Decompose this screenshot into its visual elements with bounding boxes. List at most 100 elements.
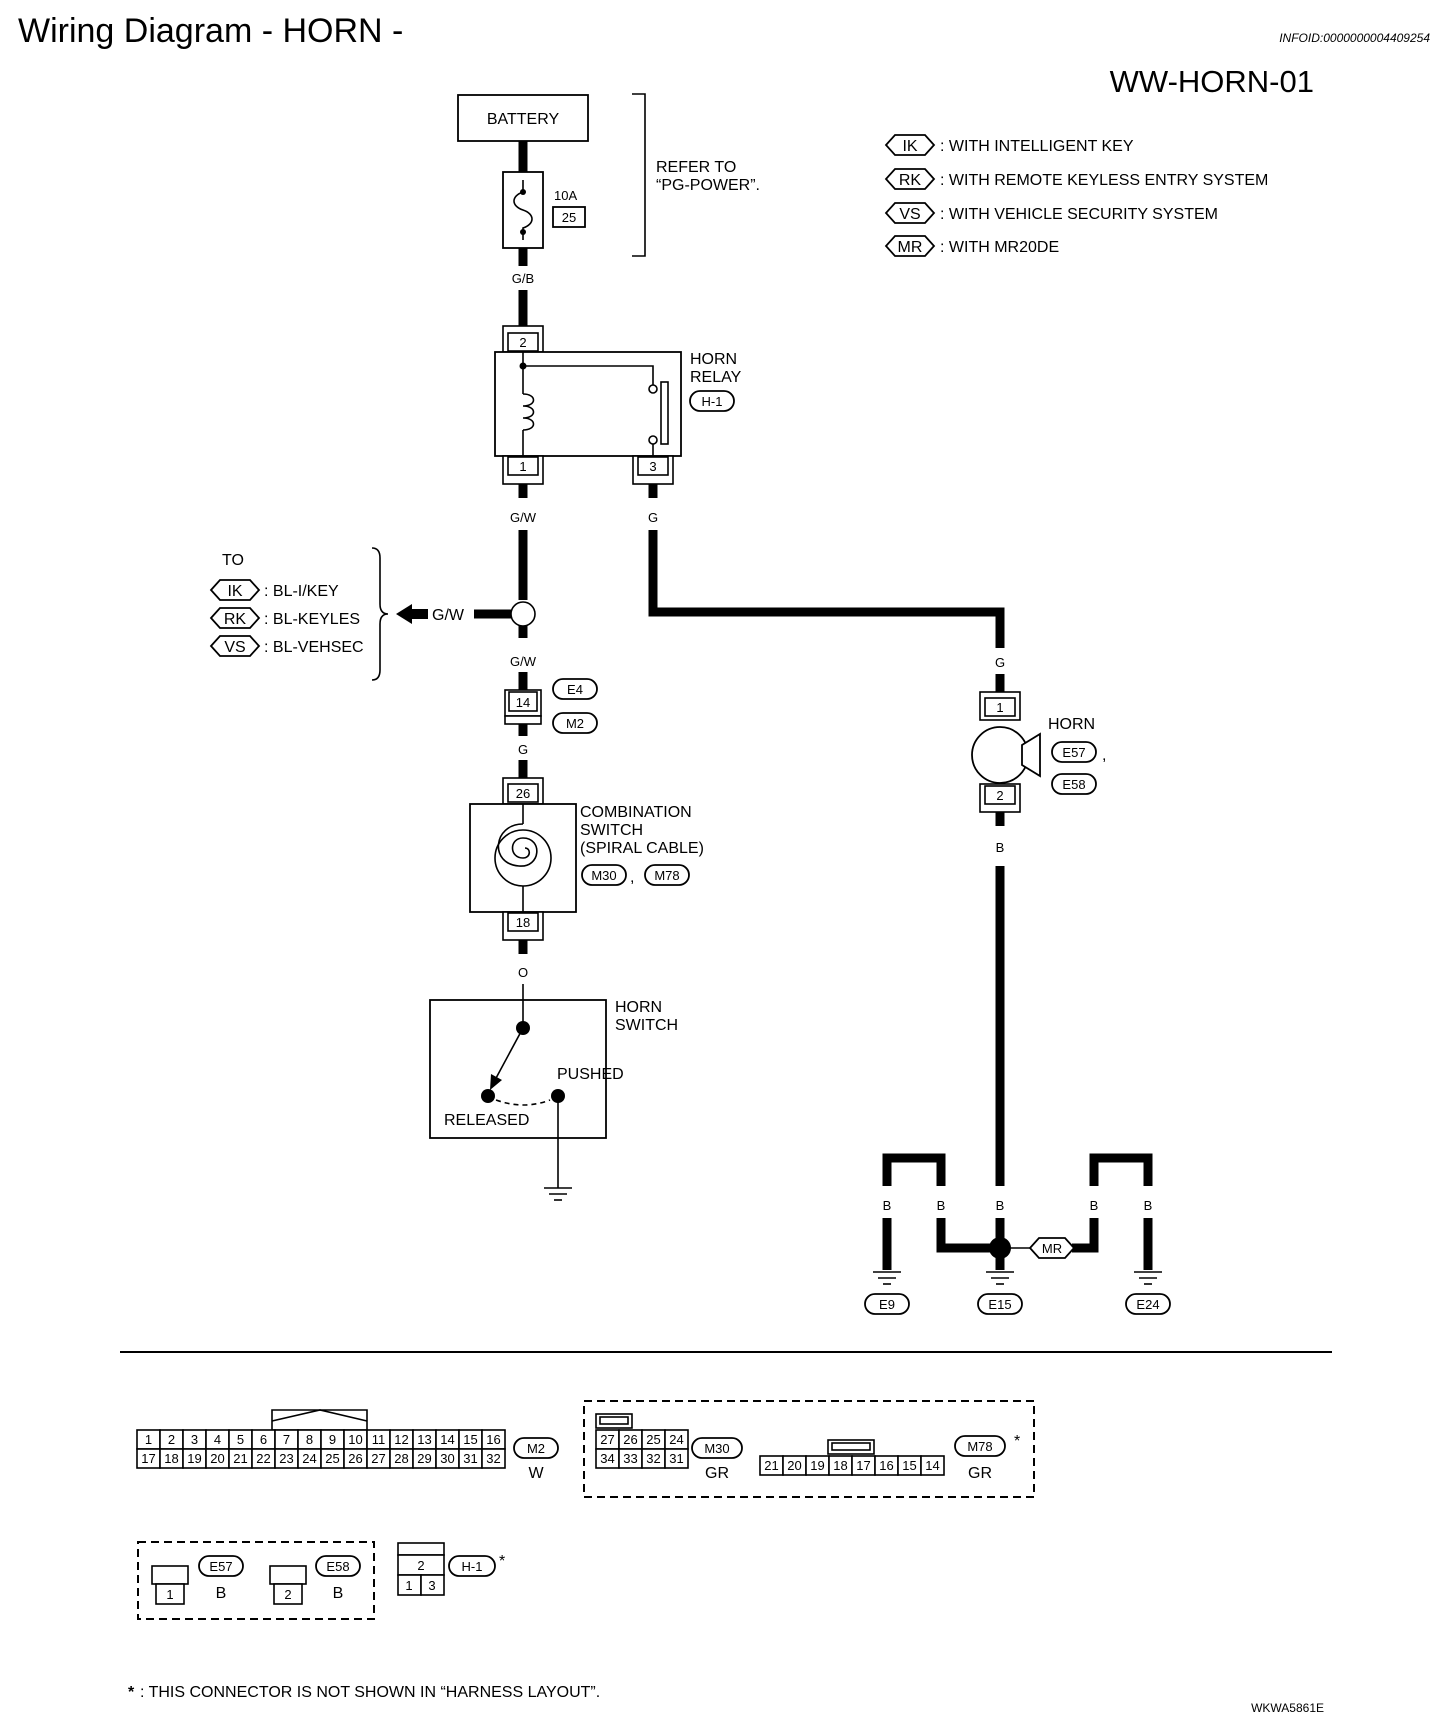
wire-color-b-g5: B [1144,1198,1153,1213]
horn-switch-name-2: SWITCH [615,1017,678,1034]
released-label: RELEASED [444,1112,529,1129]
combo-pin-18-label: 18 [516,915,530,930]
m2-pin-label: 19 [187,1451,201,1466]
m2-pin-label: 10 [348,1432,362,1447]
wire-e15-left [936,1218,990,1253]
ground-e15-tag [977,1293,1023,1315]
body-ground-icon [544,1187,572,1201]
m30-pin-label: 33 [623,1451,637,1466]
h1-name: H-1 [462,1559,483,1574]
h1-latch [397,1542,445,1556]
m2-pin-cell [481,1448,506,1469]
fuse-contact-bottom [520,229,526,235]
branch-target: : BL-I/KEY [264,583,339,600]
m2-pin-label: 11 [372,1432,386,1447]
m30-color: GR [705,1465,729,1482]
m78-pin-label: 21 [764,1458,778,1473]
m2-pin-label: 13 [417,1432,431,1447]
ground-e15-icon [986,1271,1014,1285]
horn-label: HORN [1048,716,1095,733]
m2-pin-label: 6 [260,1432,267,1447]
ground-hook-left [882,1153,946,1186]
page-title: Wiring Diagram - HORN - [18,12,403,50]
branch-tag-shape [209,635,261,657]
horn-relay: 2 HORN RELAY H-1 1 3 [494,325,742,485]
h1-pin-2-label: 2 [417,1558,424,1573]
fuse-number-box [552,206,586,228]
e58-pin-label: 2 [284,1587,291,1602]
m78-pin-label: 18 [833,1458,847,1473]
e58-color: B [333,1585,344,1602]
branch-target: : BL-VEHSEC [264,639,364,656]
m2-name: M2 [527,1441,545,1456]
joint-conn-b: M2 [566,716,584,731]
m2-pin-label: 1 [145,1432,152,1447]
legend-item-ik: IK : WITH INTELLIGENT KEY [884,134,1134,156]
wire-color-b-horn: B [996,840,1005,855]
m30-pin-label: 26 [623,1432,637,1447]
m30-pin-label: 27 [600,1432,614,1447]
m30-latch-inner [599,1416,629,1425]
branch-tag: IK [227,583,242,600]
fuse-rating: 10A [554,188,577,203]
combo-pin-18 [507,912,539,932]
branch-item-vs: VS : BL-VEHSEC [209,635,364,657]
horn-switch: PUSHED RELEASED HORN SWITCH [429,999,678,1188]
m30-name: M30 [704,1441,729,1456]
combo-conn-b: M78 [654,868,679,883]
m2-pin-label: 31 [463,1451,477,1466]
m2-pin-label: 15 [463,1432,477,1447]
horn-conn-b: E58 [1062,777,1085,792]
info-id: INFOID:0000000004409254 [1279,31,1430,45]
m78-color: GR [968,1465,992,1482]
branch-tag-shape [209,579,261,601]
wire-color-g-3: G [995,655,1005,670]
horn-bell-icon [1021,732,1041,778]
legend-item-vs: VS : WITH VEHICLE SECURITY SYSTEM [884,202,1218,224]
joint-pin-label: 14 [516,695,530,710]
joint-conn-tag-b [552,712,598,734]
joint-conn-tag-a [552,678,598,700]
combo-conn-tag-a [581,864,627,886]
branch-arrow-shaft [410,609,428,619]
horn-switch-body [429,999,607,1139]
wire-color-gw-1: G/W [510,510,537,525]
combo-name-2: SWITCH [580,822,643,839]
m30-tag [691,1437,743,1459]
wire-color-b-g1: B [883,1198,892,1213]
m2-pin-label: 28 [394,1451,408,1466]
e57-e58-dashed-frame [137,1541,375,1620]
horn-body [971,726,1029,784]
mr-tag: MR [1042,1241,1062,1256]
legend-text: : WITH VEHICLE SECURITY SYSTEM [940,206,1218,223]
combo-name-1: COMBINATION [580,804,692,821]
wire-color-g-1: G [648,510,658,525]
h1-pin-3 [420,1574,445,1596]
m30-pin-label: 31 [669,1451,683,1466]
combo-conn-a: M30 [591,868,616,883]
legend-text: : WITH INTELLIGENT KEY [940,138,1134,155]
m30-pin-label: 25 [646,1432,660,1447]
m2-pin-label: 3 [191,1432,198,1447]
m2-color: W [528,1465,544,1482]
horn-conn-sep: , [1102,747,1106,764]
m2-pin-label: 2 [168,1432,175,1447]
joint-connector-14: 14 E4 M2 [504,678,598,734]
joint-pin [508,691,538,712]
legend-text: : WITH MR20DE [940,239,1059,256]
m2-pin-label: 24 [302,1451,316,1466]
relay-pin-3 [637,456,669,476]
horn-pin-2-label: 2 [996,788,1003,803]
e57-color: B [216,1585,227,1602]
fuse-contact-top [520,189,526,195]
ground-splice [989,1237,1011,1259]
wire-color-gb: G/B [512,271,534,286]
m30-pin-label: 32 [646,1451,660,1466]
e57-pin-label: 1 [166,1587,173,1602]
battery-box [457,94,589,142]
legend-tag: VS [899,206,920,223]
